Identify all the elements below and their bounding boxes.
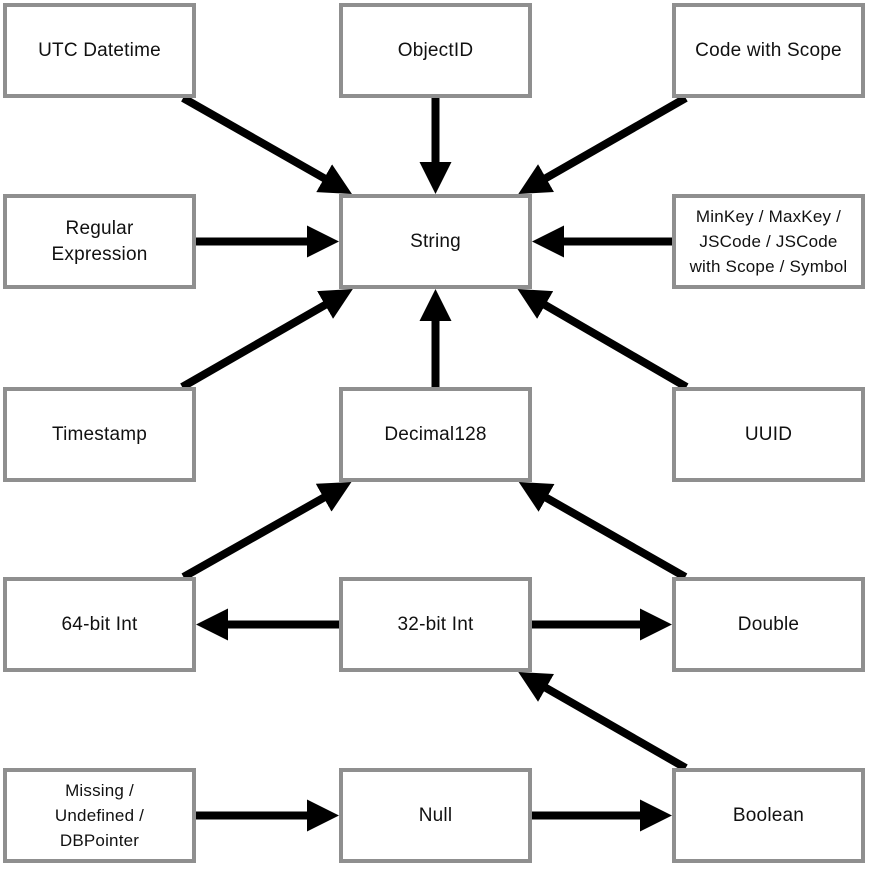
edge-code-with-scope-to-string <box>518 94 688 194</box>
node-label: Timestamp <box>51 423 148 445</box>
node-label: Code with Scope <box>695 39 842 61</box>
node-string: String <box>339 194 532 289</box>
node-code-with-scope: Code with Scope <box>672 3 865 98</box>
node-int64: 64-bit Int <box>3 577 196 672</box>
edge-double-to-decimal128 <box>518 482 688 581</box>
node-label: String <box>410 230 461 252</box>
edge-timestamp-to-string <box>180 289 353 391</box>
node-label: MinKey / MaxKey / JSCode / JSCode with S… <box>689 207 848 276</box>
node-int32: 32-bit Int <box>339 577 532 672</box>
node-minkey-group: MinKey / MaxKey / JSCode / JSCode with S… <box>672 194 865 289</box>
node-label: Regular Expression <box>51 217 148 265</box>
node-null: Null <box>339 768 532 863</box>
node-boolean: Boolean <box>672 768 865 863</box>
node-double: Double <box>672 577 865 672</box>
node-missing-group: Missing / Undefined / DBPointer <box>3 768 196 863</box>
node-objectid: ObjectID <box>339 3 532 98</box>
node-label: Missing / Undefined / DBPointer <box>54 781 145 850</box>
node-label: ObjectID <box>397 39 474 61</box>
edge-int64-to-decimal128 <box>181 481 352 581</box>
node-label: Double <box>737 613 800 635</box>
node-label: 64-bit Int <box>61 613 138 635</box>
node-label: Boolean <box>732 804 805 826</box>
node-uuid: UUID <box>672 387 865 482</box>
node-decimal128: Decimal128 <box>339 387 532 482</box>
edge-boolean-to-int32 <box>518 672 688 772</box>
node-regular-expression: Regular Expression <box>3 194 196 289</box>
node-label: UTC Datetime <box>38 39 161 61</box>
edge-uuid-to-string <box>517 288 689 391</box>
node-label: Null <box>418 804 453 826</box>
edge-utc-datetime-to-string <box>181 94 352 195</box>
node-utc-datetime: UTC Datetime <box>3 3 196 98</box>
node-label: UUID <box>744 423 793 445</box>
node-label: 32-bit Int <box>397 613 474 635</box>
node-label: Decimal128 <box>384 423 487 445</box>
node-timestamp: Timestamp <box>3 387 196 482</box>
